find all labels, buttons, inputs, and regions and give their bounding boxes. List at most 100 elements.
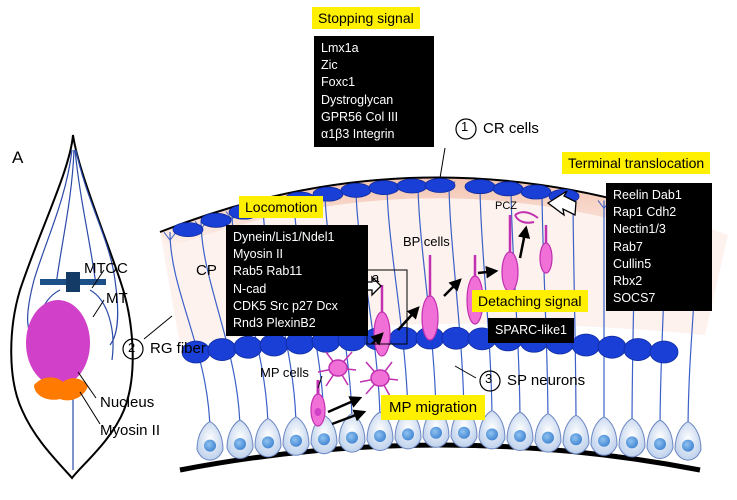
mp-migration-title: MP migration [381, 395, 486, 420]
label-cr-cells: CR cells [483, 120, 539, 137]
radial-glia-fiber [386, 183, 409, 423]
bp-cell [501, 251, 519, 293]
terminal-translocation-box: Reelin Dab1 Rap1 Cdh2 Nectin1/3 Rab7 Cul… [606, 183, 712, 312]
radial-glia-nucleus [234, 438, 246, 450]
sp-neuron [259, 333, 289, 357]
stopping-signal-title: Stopping signal [312, 7, 420, 29]
label-nucleus: Nucleus [100, 394, 155, 411]
mp-cell [328, 359, 348, 377]
gene-label: Reelin Dab1 [613, 188, 682, 202]
leader-line [92, 299, 105, 318]
leader-line [77, 371, 97, 399]
radial-glia-fiber [200, 221, 241, 433]
number-1: 1 [461, 119, 469, 134]
gene-label: Rap1 Cdh2 [613, 205, 677, 220]
terminal-translocation-title: Terminal translocation [562, 152, 711, 174]
label-cp: CP [196, 262, 217, 279]
radial-glia-nucleus [570, 433, 582, 446]
label-mt: MT [106, 290, 128, 307]
gene-label: Rbx2 [613, 274, 643, 289]
sp-neuron [441, 326, 471, 350]
label-lines [122, 118, 501, 392]
mp-cell [370, 369, 390, 387]
label-sp-neurons: SP neurons [507, 372, 586, 389]
gene-label: SOCS7 [613, 291, 656, 306]
cr-cell [492, 181, 524, 197]
bp-cell [421, 295, 439, 341]
detaching-signal-title: Detaching signal [472, 290, 588, 312]
sp-neuron [649, 340, 679, 364]
stopping-signal-box: Lmx1a Zic Foxc1 Dystroglycan GPR56 Col I… [314, 36, 434, 148]
radial-glia-nucleus [654, 438, 666, 450]
gene-label: SPARC-like1 [495, 323, 568, 337]
hollow-arrow [546, 190, 577, 217]
gene-label: Lmx1a [321, 41, 359, 55]
radial-glia-nucleus [542, 431, 554, 444]
radial-glia-nucleus [514, 430, 526, 442]
gene-label: Rab7 [613, 239, 643, 254]
cr-cell [464, 179, 496, 195]
cr-cell [520, 184, 552, 200]
radial-glia-nucleus [598, 434, 610, 447]
radial-glia-nucleus [346, 431, 358, 444]
leader-line [79, 391, 101, 425]
bp-cell [539, 242, 553, 274]
sp-neuron [233, 335, 263, 359]
gene-label: CDK5 Src p27 Dcx [233, 298, 338, 313]
cr-cell [200, 212, 232, 228]
number-3: 3 [485, 371, 493, 386]
radial-glia-nucleus [458, 426, 470, 439]
radial-glia-nucleus [626, 436, 638, 449]
cr-cell [368, 180, 400, 196]
myosin-shape [34, 377, 88, 401]
label-mtoc: MTOC [84, 260, 128, 277]
radial-glia-fiber [355, 186, 381, 425]
gene-label: Myosin II [233, 247, 284, 262]
gene-label: GPR56 Col III [321, 109, 399, 124]
radial-glia-nucleus [204, 439, 216, 452]
cr-cell [396, 178, 428, 194]
gene-label: Nectin1/3 [613, 222, 666, 237]
gene-label: N-cad [233, 281, 267, 296]
migration-arrows [327, 225, 531, 426]
microtubule [75, 149, 119, 346]
radial-glia-nucleus [318, 433, 330, 446]
gene-label: Foxc1 [321, 75, 356, 90]
radial-glia-fiber [448, 181, 465, 421]
label-rg-fiber: RG fiber [150, 340, 206, 357]
detaching-signal-box: SPARC-like1 [488, 318, 575, 344]
locomotion-title: Locomotion [239, 196, 324, 218]
label-myosin: Myosin II [100, 422, 161, 439]
locomotion-box: Dynein/Lis1/Ndel1 Myosin II Rab5 Rab11 N… [226, 225, 368, 337]
gene-label: Zic [321, 58, 338, 73]
leader-line [91, 269, 105, 289]
radial-glia-nucleus [262, 436, 274, 449]
cr-cell [424, 178, 456, 193]
radial-glia-nucleus [374, 430, 386, 442]
microtubule [27, 149, 73, 341]
cr-cell [340, 182, 372, 198]
gene-label: Cullin5 [613, 256, 652, 271]
sp-neuron [571, 333, 601, 357]
label-inset-a: a [372, 270, 380, 285]
nucleus-shape [26, 300, 90, 386]
radial-glia-fiber [169, 232, 211, 434]
sp-neuron [207, 338, 237, 361]
radial-glia-nucleus [486, 428, 498, 441]
gene-label: α1β3 Integrin [321, 127, 395, 142]
microtubule [55, 149, 75, 286]
mtoc-block [66, 272, 80, 292]
panel-letter: A [12, 148, 24, 167]
radial-glia-nucleus [290, 434, 302, 447]
label-bp-cells: BP cells [403, 234, 450, 249]
gene-label: Dystroglycan [321, 92, 394, 107]
cr-cell [172, 222, 204, 238]
sp-neuron [389, 326, 419, 350]
radial-glia-nucleus [402, 428, 414, 441]
label-mp-cells: MP cells [260, 365, 309, 380]
gene-label: Rab5 Rab11 [233, 264, 303, 279]
number-2: 2 [128, 340, 136, 355]
radial-glia-fiber [417, 181, 437, 421]
sp-neuron [597, 335, 627, 359]
